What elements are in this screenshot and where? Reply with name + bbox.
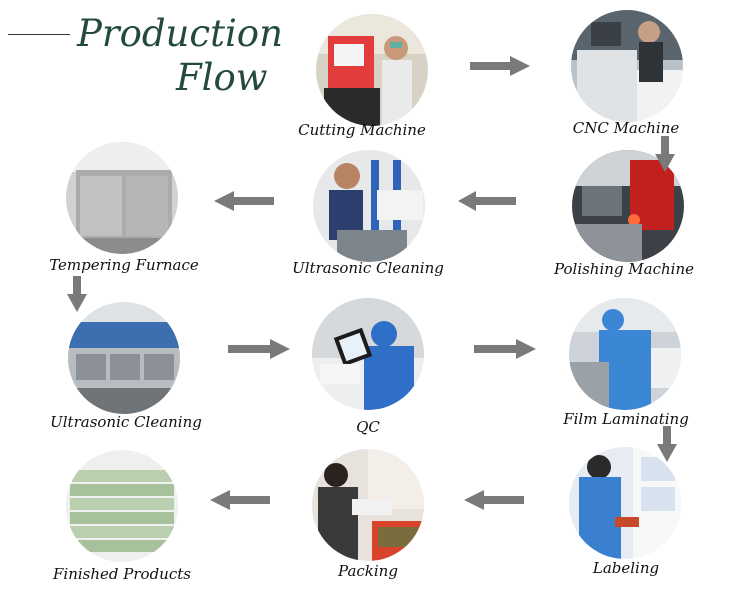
arrow-right-icon <box>228 339 290 359</box>
step-label: Ultrasonic Cleaning <box>292 259 444 277</box>
step-label: CNC Machine <box>572 119 680 137</box>
step-label: Packing <box>338 562 398 580</box>
arrow-left-icon <box>214 191 274 211</box>
arrow-down-icon <box>655 136 675 172</box>
arrow-right-icon <box>474 339 536 359</box>
step-label: QC <box>356 418 380 436</box>
finished-products-photo <box>66 450 178 562</box>
arrow-left-icon <box>458 191 516 211</box>
qc-photo <box>312 298 424 410</box>
labeling-photo <box>569 447 681 559</box>
cutting-machine-photo <box>316 14 428 126</box>
tempering-furnace-photo <box>66 142 178 254</box>
ultrasonic-cleaning-photo <box>313 150 425 262</box>
step-label: Polishing Machine <box>554 260 694 278</box>
step-label: Finished Products <box>53 565 191 583</box>
title-rule <box>8 34 70 35</box>
ultrasonic-cleaning-photo <box>68 302 180 414</box>
arrow-left-icon <box>210 490 270 510</box>
arrow-down-icon <box>67 276 87 312</box>
packing-photo <box>312 449 424 561</box>
arrow-down-icon <box>657 426 677 462</box>
arrow-left-icon <box>464 490 524 510</box>
step-label: Tempering Furnace <box>49 256 199 274</box>
arrow-right-icon <box>470 56 530 76</box>
step-label: Film Laminating <box>563 410 689 428</box>
step-label: Cutting Machine <box>298 121 426 139</box>
title-line-1: Production <box>77 12 283 55</box>
step-label: Ultrasonic Cleaning <box>50 413 202 431</box>
title-line-2: Flow <box>176 56 268 99</box>
step-label: Labeling <box>592 559 660 577</box>
cnc-machine-photo <box>571 10 683 122</box>
film-laminating-photo <box>569 298 681 410</box>
